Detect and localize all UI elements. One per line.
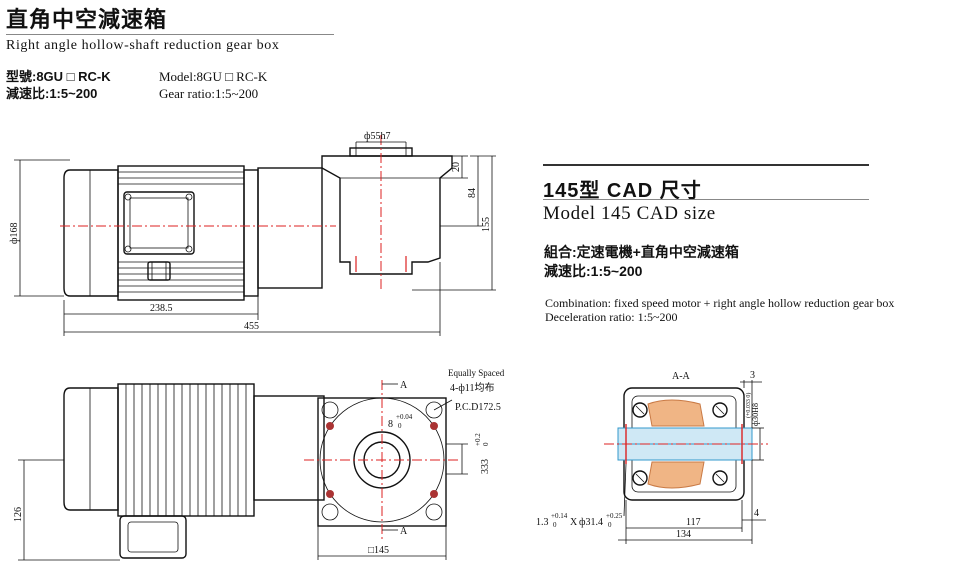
size-title: 145型 CAD 尺寸: [543, 180, 702, 202]
pcd-note: P.C.D172.5: [455, 402, 501, 413]
groove-diameter-tol-lo: 0: [608, 521, 612, 529]
gearbox-housing: [321, 155, 453, 275]
size-title-divider: [543, 199, 869, 200]
groove-width-tol-hi: +0.14: [551, 512, 568, 520]
dim-bore-diameter: ф30H8: [751, 403, 760, 426]
dim-3: 3: [750, 370, 755, 381]
motor-fan-cover-bottom: [63, 387, 119, 511]
dim-bore-tolerance: (+0.033 0): [745, 393, 752, 418]
dim-155: 155: [481, 217, 492, 232]
dim-20: 20: [451, 162, 462, 172]
dim-333: 333: [480, 459, 491, 474]
size-subtitle: Model 145 CAD size: [543, 203, 716, 224]
dim-84: 84: [467, 188, 478, 198]
groove-diameter-tol-hi: +0.25: [606, 512, 623, 520]
section-a-a: A-A 3 ф30H8 (+0.033 0) 1.3 +0.14 0 X ф: [536, 370, 768, 544]
groove-diameter: ф31.4: [579, 517, 603, 528]
cable-gland: [147, 261, 171, 281]
ratio-cn: 減速比:1:5~200: [544, 263, 643, 279]
motor-fan-cover: [63, 169, 119, 297]
groove-width-tol-lo: 0: [553, 521, 557, 529]
spec-model-cn: 型號:8GU □ RC-K: [6, 69, 111, 84]
combination-block-english: Combination: fixed speed motor + right a…: [545, 296, 894, 324]
mount-hole: [430, 422, 438, 430]
spec-block-chinese: 型號:8GU □ RC-K 減速比:1:5~200: [6, 68, 111, 102]
key-width: 8: [388, 419, 393, 430]
side-view: ф55h7 20 84 155 ф168 238.5 455: [9, 131, 496, 336]
size-title-top-rule: [543, 164, 869, 166]
dim-motor-diameter: ф168: [9, 223, 20, 244]
dim-117: 117: [686, 517, 701, 528]
dim-333-tol-lo: 0: [482, 442, 490, 446]
combination-block-chinese: 組合:定速電機+直角中空減速箱 減速比:1:5~200: [544, 243, 739, 281]
mount-hole: [326, 422, 334, 430]
dim-126: 126: [13, 507, 24, 522]
dim-238-5: 238.5: [150, 303, 173, 314]
spec-model-en: Model:8GU □ RC-K: [159, 69, 268, 84]
holes-note: 4-ф11均布: [450, 382, 494, 394]
groove-width: 1.3: [536, 517, 549, 528]
dim-4: 4: [754, 508, 759, 519]
page-subtitle: Right angle hollow-shaft reduction gear …: [6, 38, 280, 53]
gear-adapter: [257, 167, 323, 289]
dim-shaft-diameter: ф55h7: [364, 131, 390, 142]
bottom-view: A A Equally Spaced 4-ф11均布 P.C.D172.5 8 …: [13, 368, 505, 561]
gear-adapter-bottom: [253, 395, 325, 501]
section-marker-bottom: A: [400, 526, 408, 537]
dim-134: 134: [676, 529, 691, 540]
dim-455: 455: [244, 321, 259, 332]
spec-ratio-cn: 減速比:1:5~200: [6, 86, 98, 101]
combination-en: Combination: fixed speed motor + right a…: [545, 296, 895, 310]
groove-times: X: [570, 517, 578, 528]
ratio-en: Deceleration ratio: 1:5~200: [545, 310, 678, 324]
motor-body-bottom: [117, 383, 255, 517]
mount-hole: [326, 490, 334, 498]
key-tol-hi: +0.04: [396, 413, 413, 421]
page-title: 直角中空減速箱: [6, 7, 168, 32]
section-marker-top: A: [400, 380, 408, 391]
dim-333-tol-hi: +0.2: [474, 433, 482, 446]
equally-spaced-note: Equally Spaced: [448, 368, 505, 378]
terminal-box-bottom: [119, 515, 187, 559]
section-gear-top: [647, 399, 705, 427]
dim-square-145: □145: [368, 545, 389, 556]
spec-block-english: Model:8GU □ RC-K Gear ratio:1:5~200: [159, 68, 267, 102]
title-divider: [6, 34, 334, 35]
terminal-box: [123, 191, 195, 255]
section-title: A-A: [672, 371, 691, 382]
combination-cn: 組合:定速電機+直角中空減速箱: [544, 244, 739, 260]
section-gear-bottom: [647, 461, 705, 489]
spec-ratio-en: Gear ratio:1:5~200: [159, 86, 259, 101]
key-tol-lo: 0: [398, 422, 402, 430]
mount-hole: [430, 490, 438, 498]
